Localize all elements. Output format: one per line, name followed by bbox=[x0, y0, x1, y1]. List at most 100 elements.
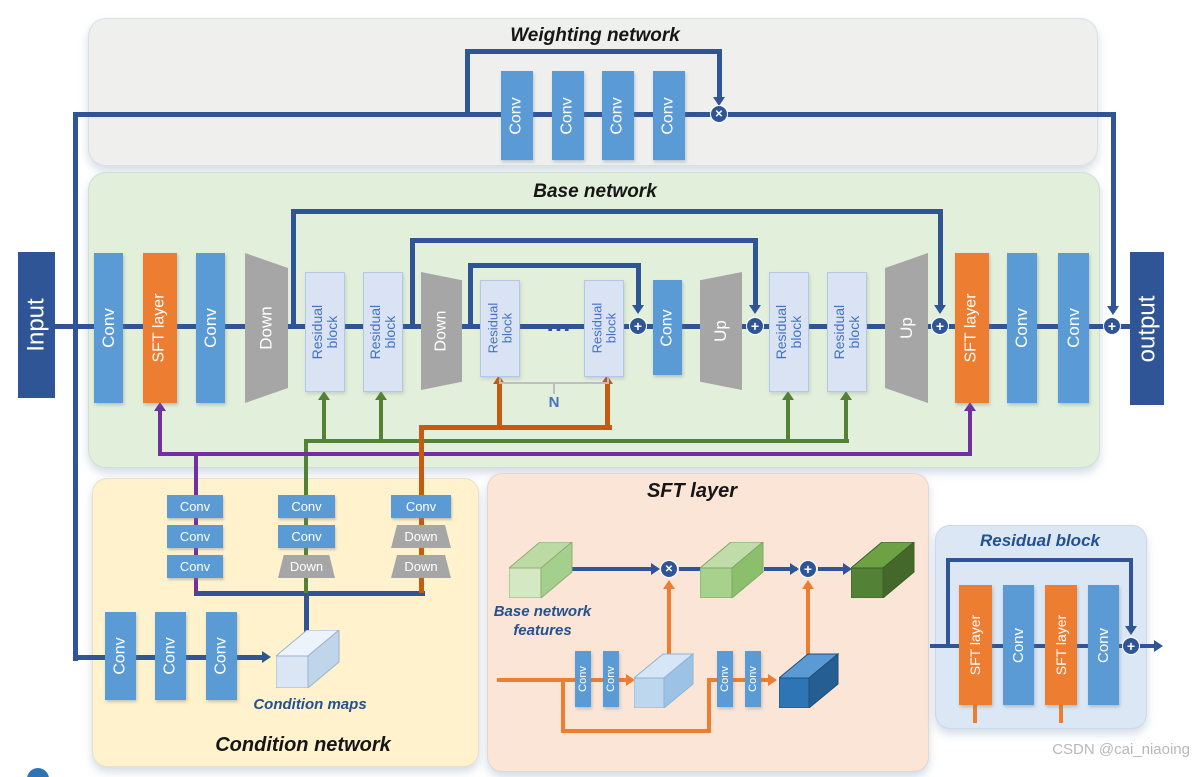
connector bbox=[667, 588, 671, 658]
add-glyph: + bbox=[633, 318, 643, 334]
connector bbox=[419, 578, 424, 593]
condition-network-title: Condition network bbox=[215, 734, 391, 756]
connector bbox=[968, 410, 972, 454]
connector bbox=[291, 209, 296, 326]
condition-conv-small: Conv bbox=[167, 555, 223, 578]
add-glyph: + bbox=[935, 318, 945, 334]
condition-conv-small: Conv bbox=[167, 495, 223, 518]
connector bbox=[419, 425, 424, 497]
connector bbox=[605, 383, 610, 427]
residual-sft-block: SFT layer bbox=[959, 585, 992, 705]
connector bbox=[717, 49, 722, 99]
conv-label: Conv bbox=[747, 666, 759, 692]
sft-conv-block: Conv bbox=[603, 651, 619, 707]
conv-label: Conv bbox=[161, 637, 179, 675]
down-label: Down bbox=[256, 306, 276, 350]
connector bbox=[194, 548, 198, 556]
connector bbox=[946, 558, 950, 648]
arrowhead bbox=[1154, 640, 1163, 652]
condition-down-small: Down bbox=[391, 555, 451, 578]
arrowhead bbox=[934, 305, 946, 314]
condition-conv-small: Conv bbox=[391, 495, 451, 518]
connector bbox=[764, 567, 797, 571]
up-label: Up bbox=[710, 320, 730, 342]
arrowhead bbox=[1125, 626, 1137, 635]
multiply-glyph: ✕ bbox=[714, 108, 724, 120]
sft-conv-block: Conv bbox=[745, 651, 761, 707]
base-down-block: Down bbox=[421, 272, 462, 390]
multiply-icon: ✕ bbox=[710, 105, 728, 123]
down-label: Down bbox=[289, 559, 324, 574]
condition-conv-block: Conv bbox=[155, 612, 186, 700]
sft-condition-stub bbox=[1059, 703, 1063, 723]
connector bbox=[194, 578, 198, 593]
add-glyph: + bbox=[1126, 638, 1136, 654]
connector bbox=[419, 518, 424, 526]
connector bbox=[304, 439, 308, 497]
down-label: Down bbox=[404, 559, 438, 574]
add-icon: + bbox=[931, 317, 949, 335]
conv-label: Conv bbox=[291, 529, 322, 544]
connector bbox=[572, 567, 652, 571]
residual-label: Residual bbox=[830, 304, 847, 360]
condition-conv-block: Conv bbox=[206, 612, 237, 700]
arrowhead bbox=[782, 391, 794, 400]
condition-conv-small: Conv bbox=[278, 525, 335, 548]
connector bbox=[636, 263, 641, 307]
weighting-network-panel bbox=[88, 18, 1098, 166]
conv-label: Conv bbox=[291, 499, 322, 514]
base-up-block: Up bbox=[885, 253, 928, 403]
connector bbox=[410, 238, 415, 326]
connector bbox=[679, 567, 704, 571]
add-icon: + bbox=[799, 560, 817, 578]
connector bbox=[707, 680, 711, 733]
conv-label: Conv bbox=[719, 666, 731, 692]
n-label: N bbox=[548, 394, 560, 411]
ellipsis: … bbox=[545, 307, 573, 337]
n-bracket bbox=[607, 377, 609, 382]
conv-label: Conv bbox=[200, 308, 220, 348]
weighting-conv-block: Conv bbox=[501, 71, 533, 160]
connector bbox=[194, 452, 198, 497]
connector bbox=[1129, 558, 1133, 628]
residual-label: block bbox=[788, 315, 805, 349]
add-icon: + bbox=[1122, 637, 1140, 655]
arrowhead bbox=[632, 305, 644, 314]
condition-down-small: Down bbox=[391, 525, 451, 548]
add-glyph: + bbox=[803, 561, 813, 577]
conv-label: Conv bbox=[1010, 627, 1027, 663]
connector bbox=[465, 49, 470, 117]
base-features-label: Base network bbox=[493, 603, 592, 620]
connector bbox=[753, 238, 758, 307]
connector bbox=[938, 209, 943, 307]
arrowhead bbox=[713, 97, 725, 106]
arrowhead bbox=[964, 402, 976, 411]
connector bbox=[304, 518, 308, 526]
base-features-label: features bbox=[513, 622, 572, 639]
sft-conv-block: Conv bbox=[717, 651, 733, 707]
connector bbox=[946, 558, 1133, 562]
conv-label: Conv bbox=[1063, 308, 1083, 348]
arrowhead bbox=[843, 563, 852, 575]
connector bbox=[468, 263, 640, 268]
arrowhead bbox=[802, 580, 814, 589]
base-down-block: Down bbox=[245, 253, 288, 403]
connector bbox=[304, 578, 308, 593]
conv-label: Conv bbox=[212, 637, 230, 675]
connector bbox=[194, 518, 198, 526]
connector bbox=[561, 729, 711, 733]
connector bbox=[419, 548, 424, 556]
input-label: Input bbox=[22, 298, 50, 352]
base-features-cube bbox=[509, 542, 573, 598]
condition-down-small: Down bbox=[278, 555, 335, 578]
residual-label: block bbox=[846, 315, 863, 349]
arrowhead bbox=[749, 305, 761, 314]
sft-label: SFT layer bbox=[963, 293, 980, 363]
add-icon: + bbox=[629, 317, 647, 335]
conv-label: Conv bbox=[1095, 627, 1112, 663]
arrowhead bbox=[840, 391, 852, 400]
arrowhead bbox=[651, 563, 660, 575]
